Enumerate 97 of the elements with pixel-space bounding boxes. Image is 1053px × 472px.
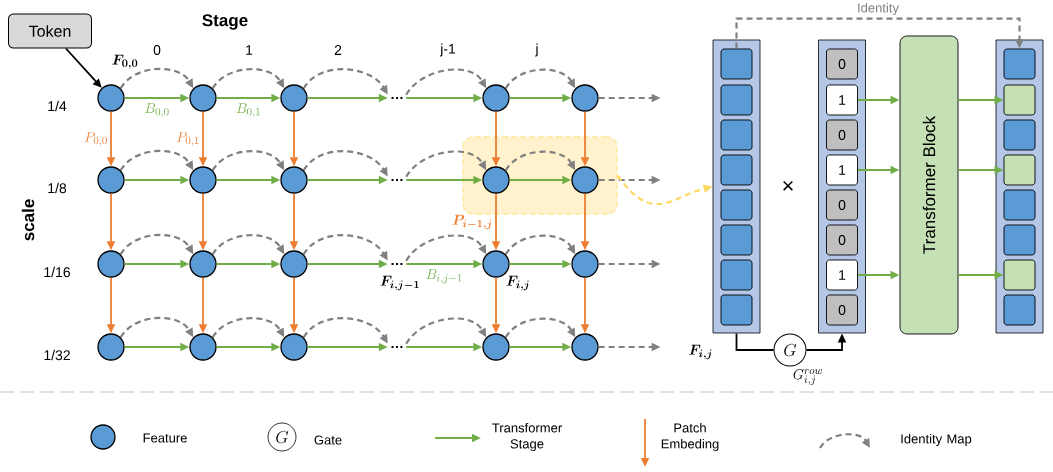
ellipsis: … [391,96,403,100]
formula-label: $F_{i,j-1}$ [380,275,419,291]
arrow [119,233,194,255]
ellipsis: … [391,178,403,182]
vector-cell: 0 [826,189,858,221]
feature-circle [189,84,217,112]
feature-circle [280,250,308,278]
stage-number: 0 [153,45,161,55]
feature-circle [571,166,599,194]
arrow [405,68,487,96]
axis-title: Stage [202,14,248,30]
arrow [735,17,1024,49]
feature-circle [97,250,125,278]
arrow [405,234,487,262]
arrow [211,317,285,338]
multiply-sign: × [783,180,793,191]
legend-label: Patch Embeding [661,422,719,452]
legend-label: Gate [314,435,342,445]
edge-label: $B_{0,1}$ [236,103,260,118]
vector-cell [1003,189,1036,221]
transformer-block: Transformer Block [899,35,959,335]
formula-label: $F_{i,j}$ [506,275,529,291]
edge-label: $P_{i-1,j}$ [452,214,492,230]
vector-cell [1003,48,1036,80]
vector-cell [1003,154,1036,186]
edge-label: $B_{i,j-1}$ [426,269,462,284]
stage-number: j [535,43,538,57]
arrow [405,317,487,345]
feature-circle [280,84,308,112]
stage-number: 2 [334,45,342,55]
arrow [405,150,487,178]
vector-cell: 0 [826,224,858,256]
ellipsis: … [391,262,403,266]
feature-circle [280,333,308,361]
vector-cell: 0 [826,48,858,80]
token-box: Token [8,13,92,49]
arrow [211,68,285,89]
vector-cell [720,48,753,80]
formula-label: $G_{i,j}^{row}$ [793,369,823,385]
vector-cell: 1 [826,154,858,186]
vector-cell [1003,224,1036,256]
edge-label: $B_{0,0}$ [145,103,169,118]
vector-cell [720,224,753,256]
feature-circle [97,166,125,194]
arrow [119,149,194,171]
axis-title: scale [21,199,35,241]
vector-cell [720,154,753,186]
legend-label: Identity Map [901,433,972,447]
feature-circle [189,333,217,361]
legend-label: Transformer Stage [492,422,562,452]
ellipsis: … [391,345,403,349]
vector-cell: 0 [826,119,858,151]
scale-label: 1/8 [48,182,67,194]
arrow [119,316,194,338]
vector-cell [1003,294,1036,326]
feature-circle [189,250,217,278]
arrow [504,234,576,255]
scale-label: 1/16 [44,266,70,278]
feature-circle [571,84,599,112]
edge-label: Identity [858,2,899,16]
vector-cell: 1 [826,84,858,116]
vector-cell [1003,119,1036,151]
arrow [211,234,285,255]
feature-circle [189,166,217,194]
edge-label: $P_{0,0}$ [84,131,107,147]
vector-cell [720,294,753,326]
vector-cell [1003,84,1036,116]
arrow [211,150,285,171]
vector-cell [1003,259,1036,291]
vector-cell [720,119,753,151]
formula-label: $F_{i,j}$ [689,344,712,360]
feature-circle [482,333,510,361]
edge-label: $P_{0,1}$ [176,131,199,147]
vector-cell [720,259,753,291]
feature-circle [280,166,308,194]
formula-label: $F_{0,0}$ [112,54,138,69]
stage-number: 1 [246,45,253,55]
arrow [504,68,576,89]
vector-cell [720,84,753,116]
arrow [504,150,576,171]
vector-cell [720,189,753,221]
feature-circle [482,84,510,112]
feature-circle [97,84,125,112]
arrow [504,317,576,338]
feature-circle [482,166,510,194]
scale-label: 1/32 [44,349,70,361]
vector-cell: 0 [826,294,858,326]
scale-label: 1/4 [48,100,67,112]
arrow [119,67,194,89]
stage-number: j-1 [439,43,456,57]
feature-circle [97,333,125,361]
feature-circle [571,333,599,361]
feature-circle [571,250,599,278]
vector-cell: 1 [826,259,858,291]
legend-label: Feature [143,433,187,443]
arrow [65,47,102,88]
connector-line [735,332,775,351]
